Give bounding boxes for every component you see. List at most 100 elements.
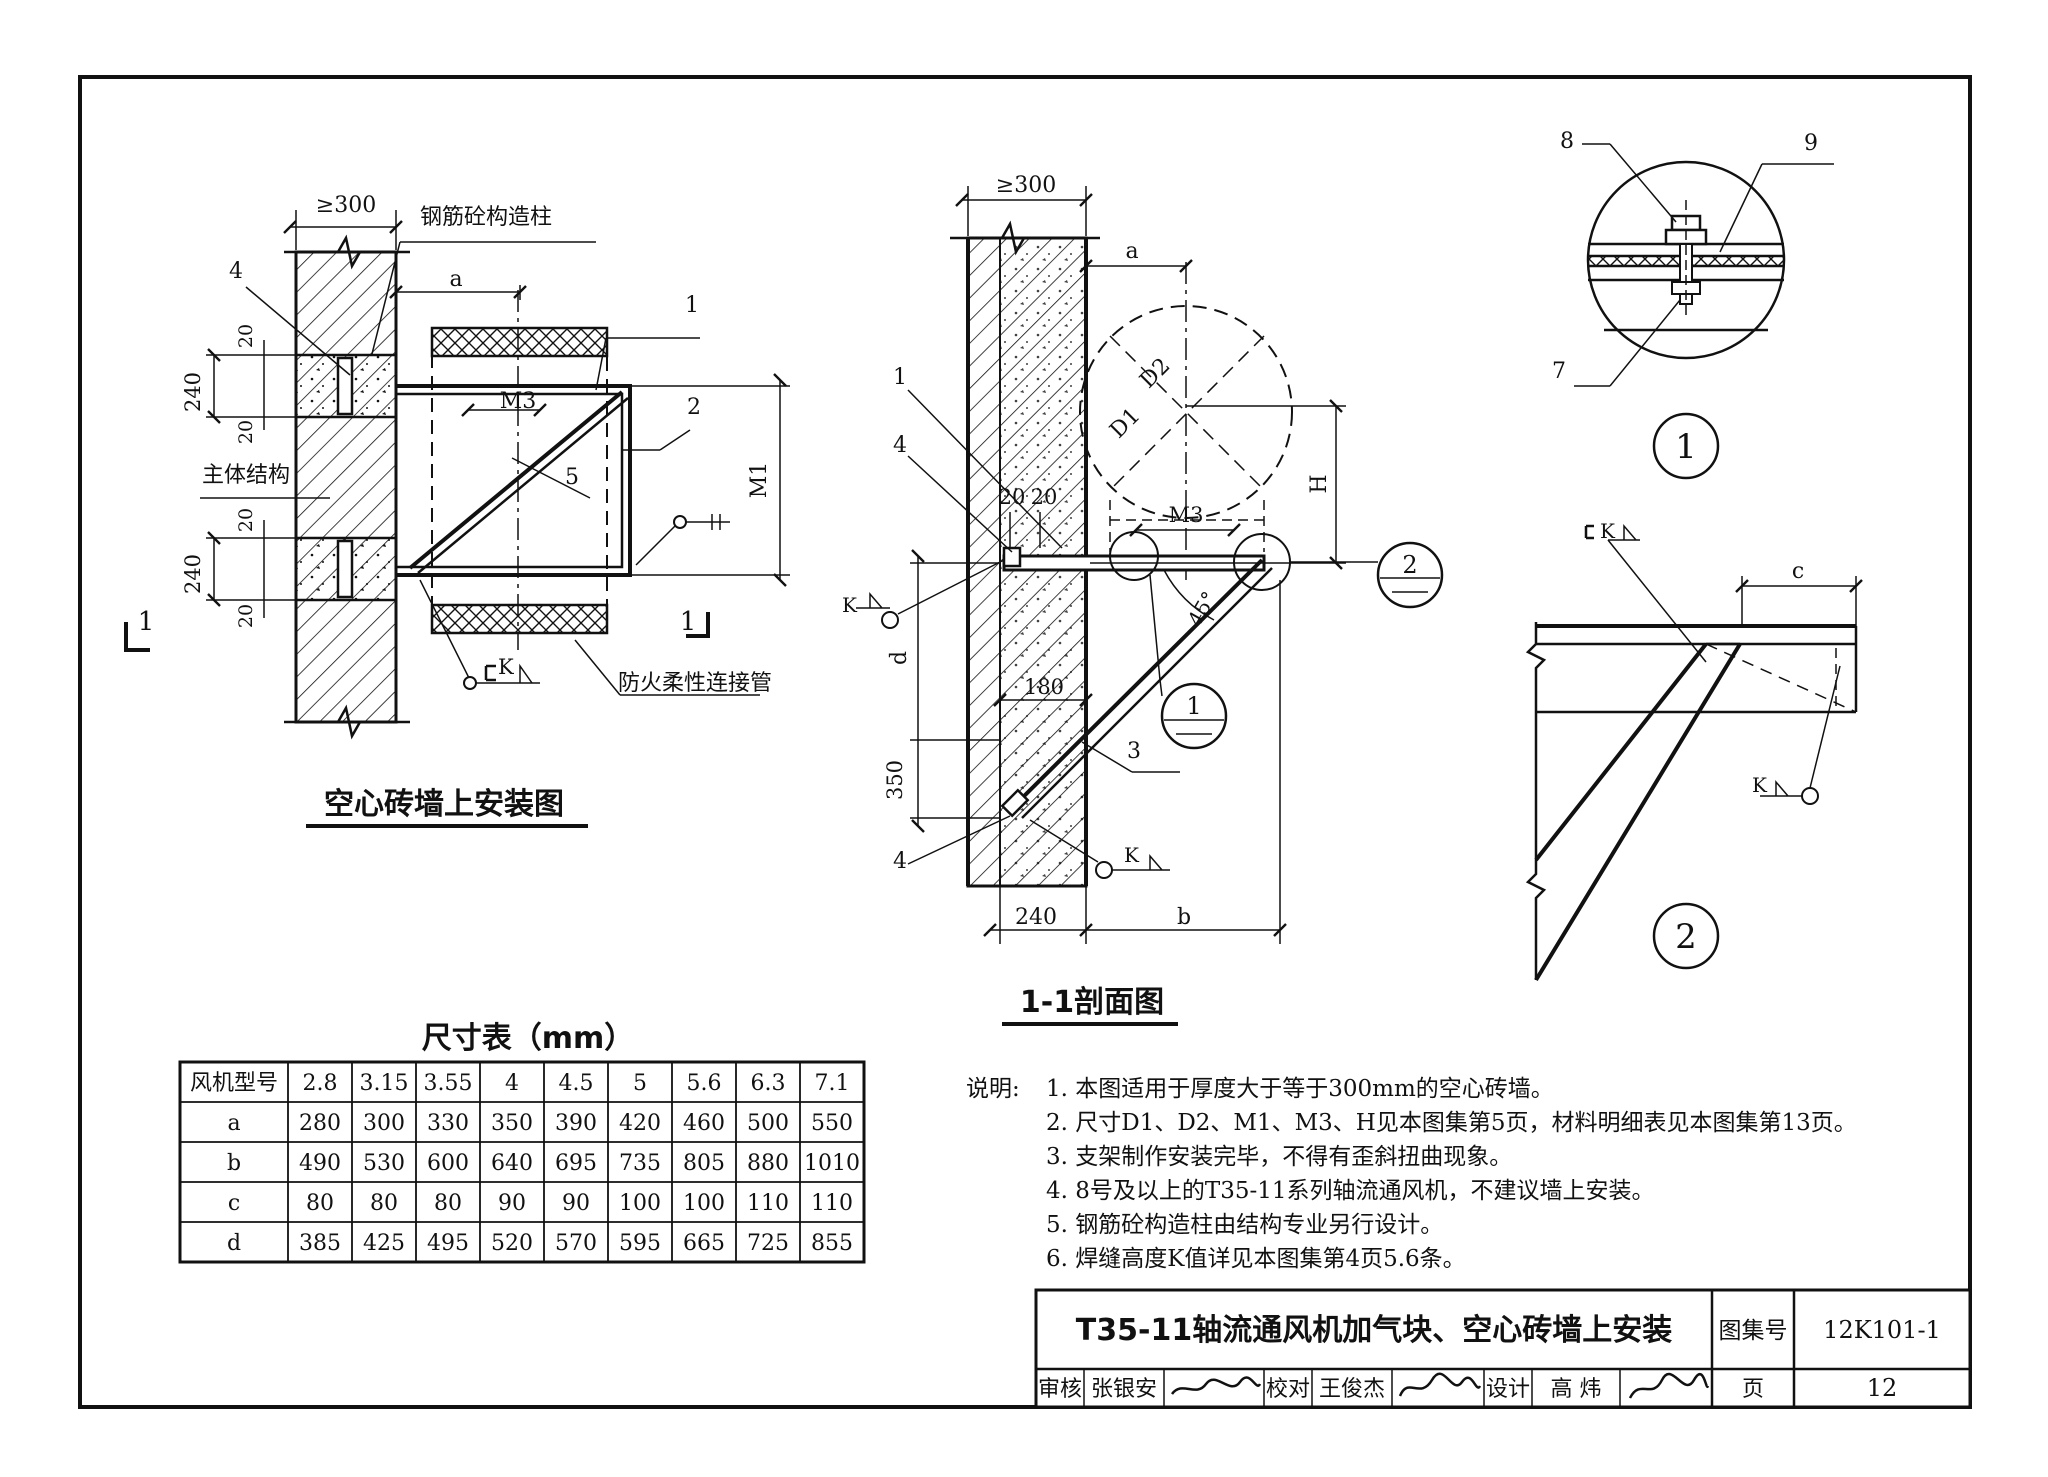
detail-1: 8 9 7 1: [1552, 129, 1834, 480]
section-bracket-brace: [1008, 558, 1264, 812]
sec-weld-k-a: K: [842, 593, 858, 617]
dim-a-label: a: [449, 267, 462, 292]
detail2-badge-label: 2: [1675, 917, 1697, 957]
sec-dim-240: 240: [1015, 905, 1057, 930]
flex-connector-label: 防火柔性连接管: [618, 671, 772, 696]
checker-name: 王俊杰: [1319, 1377, 1385, 1402]
sec-item-4b: 4: [893, 849, 907, 874]
dim-table-header-cell: 3.15: [360, 1071, 409, 1096]
sec-detail-2-num: 2: [1402, 551, 1417, 579]
notes-label: 说明:: [966, 1076, 1020, 1102]
dim-table-frame: [178, 1060, 866, 1264]
dim-table-cell: 550: [811, 1111, 853, 1136]
note-1: 1. 本图适用于厚度大于等于300mm的空心砖墙。: [1046, 1076, 1554, 1102]
dim-table-cell: 725: [747, 1231, 789, 1256]
dim-table-cell: 110: [747, 1191, 789, 1216]
sec-dim-d: d: [887, 651, 912, 665]
dim-20-a: 20: [235, 324, 257, 348]
dim-240-upper: 240: [181, 372, 205, 412]
dim-table-cell: 425: [363, 1231, 405, 1256]
dim-table-cell: 1010: [804, 1151, 860, 1176]
dim-table-header-cell: 4.5: [559, 1071, 594, 1096]
rc-column-label: 钢筋砼构造柱: [420, 205, 552, 230]
detail1-item-7: 7: [1552, 359, 1566, 384]
dim-table-cell: a: [227, 1111, 240, 1136]
dim-20-c: 20: [235, 508, 257, 532]
dim-table-cell: 805: [683, 1151, 725, 1176]
reviewer-name: 张银安: [1091, 1377, 1157, 1402]
flex-connector-bottom: [430, 603, 609, 635]
dim-m1-label: M1: [747, 462, 772, 499]
dim-table-cell: c: [228, 1191, 240, 1216]
designer-signature: [1628, 1372, 1710, 1399]
note-5: 5. 钢筋砼构造柱由结构专业另行设计。: [1046, 1212, 1443, 1238]
dim-table-cell: 595: [619, 1231, 661, 1256]
dim-table-cell: 80: [370, 1191, 398, 1216]
atlas-no: 12K101-1: [1823, 1316, 1941, 1344]
design-label: 设计: [1486, 1377, 1530, 1402]
dim-table-cell: 600: [427, 1151, 469, 1176]
dim-table-cell: 80: [434, 1191, 462, 1216]
dim-20-b: 20: [235, 420, 257, 444]
dim-m3-label: M3: [500, 389, 537, 414]
sec-dim-m3: M3: [1169, 503, 1204, 527]
dim-table-cell: 495: [427, 1231, 469, 1256]
fan-outline: [431, 355, 608, 606]
note-3: 3. 支架制作安装完毕，不得有歪斜扭曲现象。: [1046, 1144, 1512, 1170]
main-wall: [294, 250, 398, 724]
note-2: 2. 尺寸D1、D2、M1、M3、H见本图集第5页，材料明细表见本图集第13页。: [1046, 1110, 1857, 1136]
sec-dim-300: ≥300: [996, 173, 1056, 198]
dim-table-cell: 880: [747, 1151, 789, 1176]
detail1-badge-label: 1: [1675, 427, 1697, 467]
detail2-weld-k-a: K: [1600, 519, 1616, 543]
sec-dim-d1: D1: [1105, 403, 1145, 443]
sec-dim-b: b: [1177, 905, 1191, 930]
dim-table-header-cell: 2.8: [303, 1071, 338, 1096]
dim-table-cell: 80: [306, 1191, 334, 1216]
left-view-caption: 空心砖墙上安装图: [324, 787, 564, 822]
section-view: ≥300 a D2 D1 H M3 20 20 d 180 350 240 b …: [842, 173, 1444, 1026]
page-no: 12: [1867, 1374, 1898, 1402]
sec-dim-180: 180: [1024, 675, 1064, 699]
dim-table-cell: 695: [555, 1151, 597, 1176]
left-view: ≥300 钢筋砼构造柱 a 4 1 2 5 M3 M1 主体结构 240 240…: [124, 193, 790, 828]
detail1-item-9: 9: [1804, 131, 1818, 156]
page-label: 页: [1742, 1377, 1764, 1402]
section-mark-right: 1: [680, 607, 697, 637]
dim-240-lower: 240: [181, 554, 205, 594]
section-view-caption: 1-1剖面图: [1020, 985, 1164, 1020]
dim-table-cell: 420: [619, 1111, 661, 1136]
dim-table-cell: 665: [683, 1231, 725, 1256]
dim-table-cell: 855: [811, 1231, 853, 1256]
weld-k-label-left: K: [498, 655, 514, 679]
sec-dim-350: 350: [883, 760, 907, 800]
item-2-label: 2: [687, 395, 701, 420]
bracket-frame: [396, 384, 632, 577]
detail-1-ref: [1160, 682, 1228, 750]
detail-2-ref: [1376, 541, 1444, 609]
sec-dim-20b: 20: [1031, 485, 1058, 509]
main-structure-label: 主体结构: [202, 463, 290, 488]
detail-2: c K K 2: [1525, 519, 1863, 982]
dim-table-cell: 280: [299, 1111, 341, 1136]
dim-table-header-cell: 4: [505, 1071, 519, 1096]
dim-table-cell: b: [227, 1151, 241, 1176]
dim-table-cell: 520: [491, 1231, 533, 1256]
sec-item-1: 1: [893, 365, 907, 390]
sec-weld-k-b: K: [1124, 843, 1140, 867]
title-block: T35-11轴流通风机加气块、空心砖墙上安装 图集号 12K101-1 审核 张…: [1034, 1288, 1972, 1409]
dim-table-cell: 735: [619, 1151, 661, 1176]
flex-connector-top: [430, 326, 609, 358]
dim-table-cell: d: [227, 1231, 241, 1256]
dim-table-cell: 500: [747, 1111, 789, 1136]
dim-20-d: 20: [235, 604, 257, 628]
sheet-border: [78, 75, 1972, 1409]
detail-2-badge: [1652, 902, 1720, 970]
atlas-no-label: 图集号: [1719, 1318, 1788, 1344]
bracket-brace: [408, 390, 624, 570]
dim-table-cell: 460: [683, 1111, 725, 1136]
dim-table-cell: 530: [363, 1151, 405, 1176]
